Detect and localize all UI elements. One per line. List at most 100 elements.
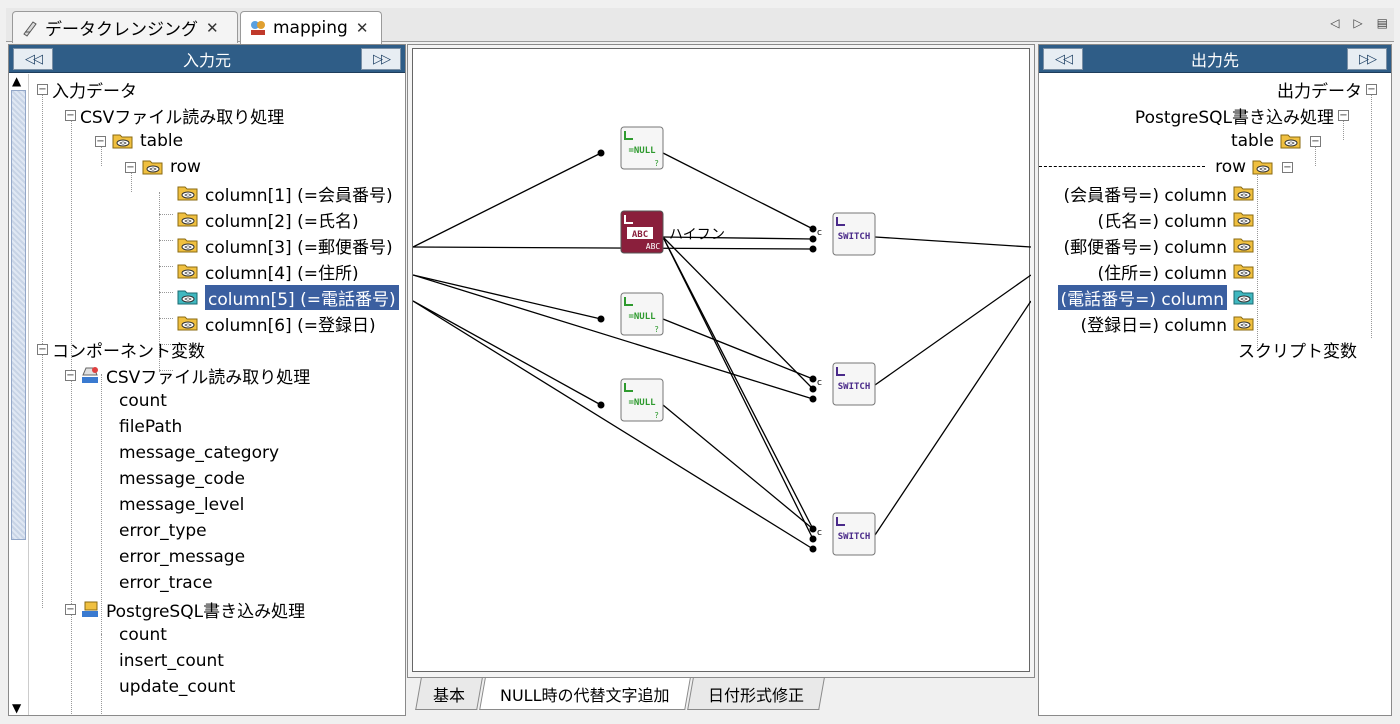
switch-label: SWITCH [838, 382, 871, 392]
tree-node-pg-count[interactable]: count [119, 622, 167, 648]
collapse-icon[interactable]: − [37, 83, 48, 95]
mapping-icon [251, 21, 265, 35]
scroll-down-icon[interactable]: ▼ [12, 701, 22, 715]
collapse-icon[interactable]: − [1282, 161, 1293, 173]
node-label: PostgreSQL書き込み処理 [1134, 107, 1334, 128]
tree-node-column-1[interactable]: <> column[1] (=会員番号) [175, 180, 393, 206]
tree-node-csv-read[interactable]: − CSVファイル読み取り処理 [65, 102, 284, 128]
node-label: column[2] (=氏名) [205, 211, 359, 232]
switch-port-label: c [817, 228, 822, 238]
node-label: (登録日=) column [1080, 315, 1228, 336]
null-check-function-1[interactable]: =NULL ? [620, 126, 664, 170]
node-label: error_type [119, 521, 207, 541]
switch-label: SWITCH [838, 232, 871, 242]
null-label: =NULL [628, 312, 656, 322]
node-label: table [140, 131, 184, 151]
tree-node-message-category[interactable]: message_category [119, 440, 279, 466]
collapse-icon[interactable]: − [65, 109, 76, 121]
tab-controls: ◁ ▷ ▤ [1330, 16, 1388, 30]
collapse-icon[interactable]: − [125, 161, 136, 173]
collapse-icon[interactable]: − [65, 603, 76, 615]
tree-node-output-column-3[interactable]: (郵便番号=) column <> [1064, 232, 1258, 258]
tree-node-pg-component[interactable]: − PostgreSQL書き込み処理 [65, 596, 305, 622]
tree-node-filepath[interactable]: filePath [119, 414, 182, 440]
close-icon[interactable]: ✕ [355, 19, 369, 37]
tree-node-component-vars[interactable]: − コンポーネント変数 [37, 336, 205, 362]
collapse-left-button[interactable]: ◁◁ [13, 48, 53, 70]
tree-node-output-row[interactable]: row <> − [1215, 154, 1293, 180]
switch-function-1[interactable]: SWITCH c [817, 212, 876, 256]
tree-node-output-data[interactable]: 出力データ − [1277, 76, 1377, 102]
tab-prev-icon[interactable]: ◁ [1330, 16, 1340, 30]
tree-node-column-6[interactable]: <> column[6] (=登録日) [175, 310, 376, 336]
tab-list-icon[interactable]: ▤ [1376, 16, 1388, 30]
tree-node-row[interactable]: − <> row [125, 154, 201, 180]
tab-label: NULL時の代替文字追加 [500, 685, 670, 705]
tree-node-update-count[interactable]: update_count [119, 674, 235, 700]
tab-next-icon[interactable]: ▷ [1353, 16, 1363, 30]
tree-node-error-type[interactable]: error_type [119, 518, 207, 544]
tree-node-output-column-2[interactable]: (氏名=) column <> [1098, 206, 1258, 232]
node-label: CSVファイル読み取り処理 [106, 367, 311, 388]
close-icon[interactable]: ✕ [206, 18, 219, 37]
tree-node-pg-write[interactable]: PostgreSQL書き込み処理 − [1135, 102, 1349, 128]
tree-node-error-trace[interactable]: error_trace [119, 570, 213, 596]
node-label: row [170, 157, 201, 177]
switch-function-2[interactable]: SWITCH c [817, 362, 876, 406]
collapse-icon[interactable]: − [1338, 109, 1349, 121]
node-label: (会員番号=) column [1063, 185, 1228, 206]
svg-text:<>: <> [119, 140, 127, 147]
svg-text:<>: <> [1240, 218, 1248, 225]
tree-node-insert-count[interactable]: insert_count [119, 648, 224, 674]
table-folder-icon: <> [1280, 134, 1301, 149]
row-folder-icon: <> [1252, 160, 1273, 175]
null-check-function-3[interactable]: =NULL ? [620, 378, 664, 422]
expand-right-button[interactable]: ▷▷ [361, 48, 401, 70]
svg-text:<>: <> [184, 244, 192, 251]
tree-node-column-5[interactable]: <> column[5] (=電話番号) [175, 284, 399, 310]
node-label: column[6] (=登録日) [205, 315, 376, 336]
tree-node-column-2[interactable]: <> column[2] (=氏名) [175, 206, 359, 232]
tab-data-cleansing[interactable]: データクレンジング ✕ [12, 11, 238, 43]
tree-node-output-table[interactable]: table <> − [1231, 128, 1321, 154]
output-panel-title: 出力先 [1190, 50, 1239, 70]
mapping-canvas[interactable]: =NULL ? ABC ABC ハイフン =NULL ? [412, 48, 1032, 672]
tree-node-message-level[interactable]: message_level [119, 492, 244, 518]
concat-function[interactable]: ABC ABC ハイフン [620, 210, 725, 254]
tree-node-message-code[interactable]: message_code [119, 466, 245, 492]
collapse-left-button[interactable]: ◁◁ [1043, 48, 1083, 70]
tab-basic[interactable]: 基本 [415, 678, 483, 710]
tree-node-input-data[interactable]: − 入力データ [37, 76, 137, 102]
tree-node-count[interactable]: count [119, 388, 167, 414]
svg-text:<>: <> [184, 192, 192, 199]
node-label: table [1230, 131, 1274, 151]
tree-node-output-column-6[interactable]: (登録日=) column <> [1081, 310, 1258, 336]
tree-node-csv-component[interactable]: − CSVファイル読み取り処理 [65, 362, 310, 388]
null-check-function-2[interactable]: =NULL ? [620, 292, 664, 336]
collapse-icon[interactable]: − [1310, 135, 1321, 147]
tree-node-output-column-1[interactable]: (会員番号=) column <> [1064, 180, 1258, 206]
scroll-up-icon[interactable]: ▲ [12, 74, 22, 88]
input-scrollbar[interactable]: ▲ ▼ [9, 74, 29, 715]
expand-right-button[interactable]: ▷▷ [1347, 48, 1387, 70]
csv-component-icon [82, 367, 98, 383]
collapse-icon[interactable]: − [1366, 83, 1377, 95]
collapse-icon[interactable]: − [65, 369, 76, 381]
output-panel-header: ◁◁ 出力先 ▷▷ [1039, 45, 1391, 73]
tree-node-table[interactable]: − <> table [95, 128, 183, 154]
tree-node-output-column-5[interactable]: (電話番号=) column <> [1057, 284, 1258, 310]
tree-node-column-3[interactable]: <> column[3] (=郵便番号) [175, 232, 393, 258]
tree-node-error-message[interactable]: error_message [119, 544, 245, 570]
column-folder-icon: <> [177, 186, 198, 201]
switch-function-3[interactable]: SWITCH c [817, 512, 876, 556]
tree-node-script-vars[interactable]: スクリプト変数 [1238, 336, 1357, 362]
collapse-icon[interactable]: − [37, 343, 48, 355]
scroll-thumb[interactable] [11, 90, 26, 540]
tab-null-replacement[interactable]: NULL時の代替文字追加 [479, 678, 691, 710]
tab-mapping[interactable]: mapping ✕ [240, 11, 382, 44]
tab-date-format[interactable]: 日付形式修正 [687, 678, 825, 710]
tree-node-output-column-4[interactable]: (住所=) column <> [1098, 258, 1258, 284]
tree-node-column-4[interactable]: <> column[4] (=住所) [175, 258, 359, 284]
collapse-icon[interactable]: − [95, 135, 106, 147]
null-sub-label: ? [654, 159, 659, 168]
